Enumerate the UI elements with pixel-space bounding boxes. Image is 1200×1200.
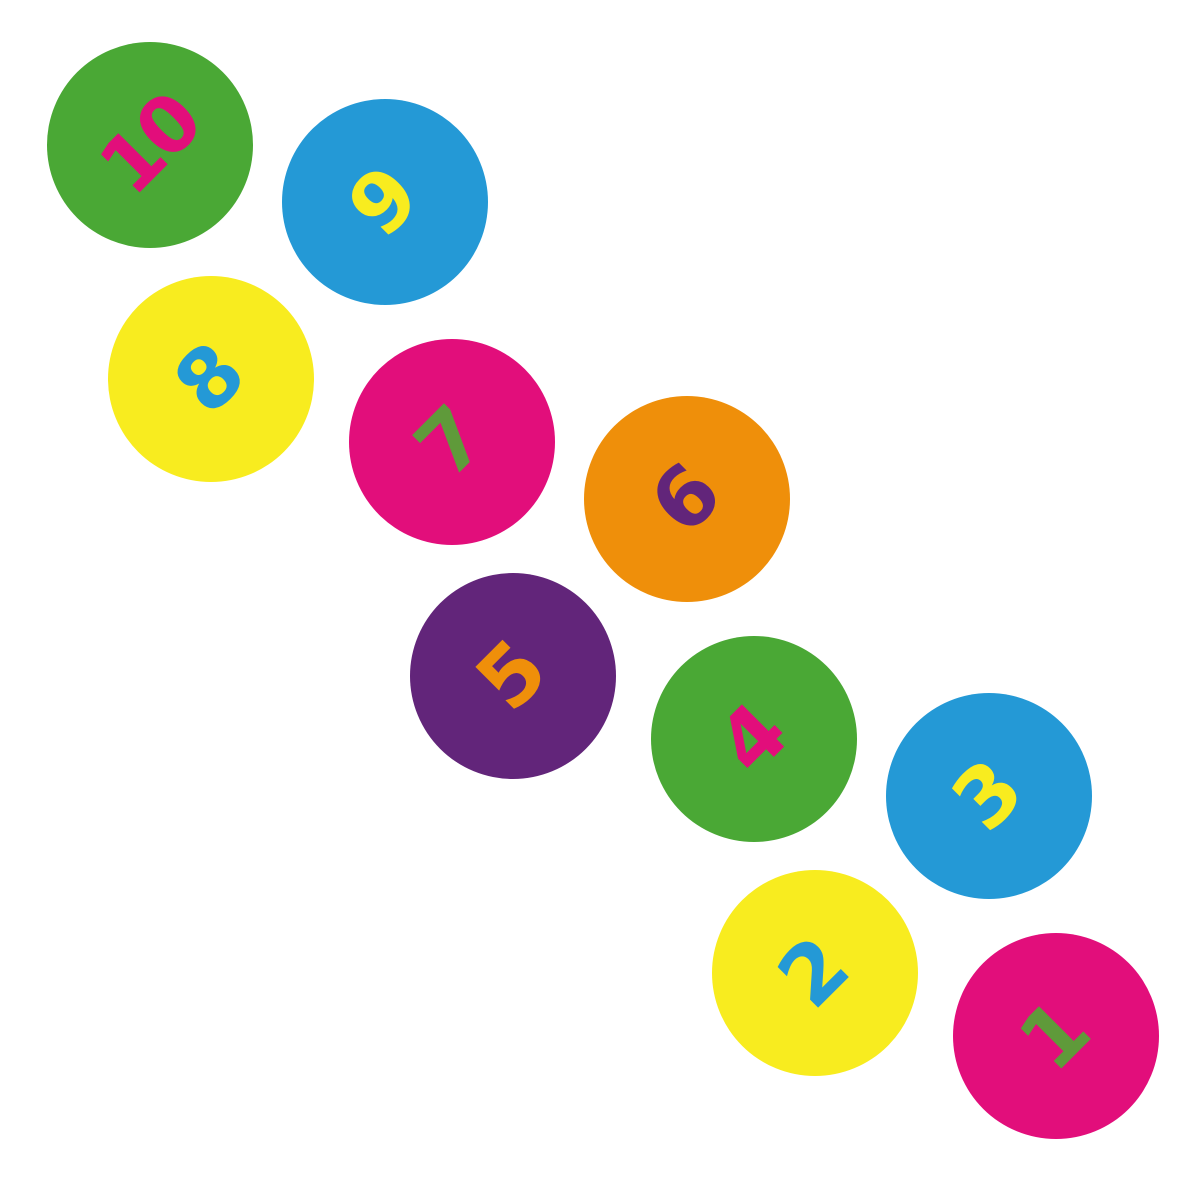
- number-spot-4: 4: [651, 636, 857, 842]
- number-label-2: 2: [760, 918, 869, 1027]
- number-spot-7: 7: [349, 339, 555, 545]
- number-spot-2: 2: [712, 870, 918, 1076]
- number-label-9: 9: [330, 147, 439, 256]
- number-label-10: 10: [82, 77, 218, 213]
- number-label-8: 8: [156, 324, 265, 433]
- number-spot-6: 6: [584, 396, 790, 602]
- number-spot-5: 5: [410, 573, 616, 779]
- number-label-6: 6: [632, 444, 741, 553]
- number-label-4: 4: [699, 684, 808, 793]
- number-spot-3: 3: [886, 693, 1092, 899]
- number-label-1: 1: [1001, 981, 1110, 1090]
- number-label-3: 3: [934, 741, 1043, 850]
- number-label-7: 7: [397, 387, 506, 496]
- number-spot-10: 10: [47, 42, 253, 248]
- number-spot-8: 8: [108, 276, 314, 482]
- number-label-5: 5: [458, 621, 567, 730]
- number-spot-1: 1: [953, 933, 1159, 1139]
- number-spot-9: 9: [282, 99, 488, 305]
